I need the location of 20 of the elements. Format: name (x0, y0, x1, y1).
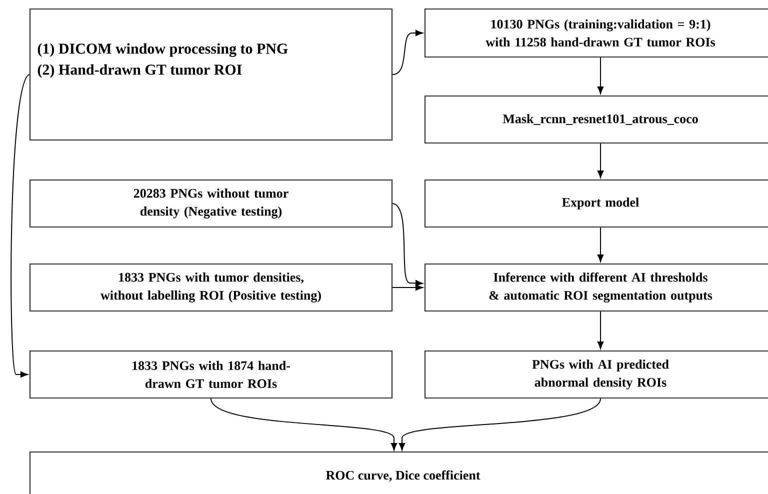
arrow (392, 203, 423, 286)
arrow (597, 227, 604, 262)
process-box: Inference with different AI thresholds & automatic ROI segmentation outputs (424, 263, 768, 312)
arrow (210, 398, 398, 450)
process-box: ROC curve, Dice coefficient (29, 451, 768, 494)
process-box: Export model (424, 179, 768, 228)
arrow (597, 143, 604, 178)
process-box: 10130 PNGs (training:validation = 9:1) with 11258 hand-drawn GT tumor ROIs (424, 8, 768, 58)
process-box: (1) DICOM window processing to PNG (2) Hand-drawn GT tumor ROI (29, 8, 393, 141)
process-box: Mask_rcnn_resnet101_atrous_coco (424, 95, 768, 144)
arrow (10, 74, 30, 378)
arrow (392, 284, 423, 291)
arrow (597, 57, 604, 94)
process-box: 1833 PNGs with 1874 hand-drawn GT tumor ROIs (29, 350, 393, 399)
process-box: 20283 PNGs without tumor density (Negative testing) (29, 179, 393, 228)
arrow (597, 311, 604, 349)
arrow (392, 30, 423, 75)
arrow (398, 398, 601, 450)
process-box: PNGs with AI predicted abnormal density ROIs (424, 350, 768, 399)
process-box: 1833 PNGs with tumor densities, without labelling ROI (Positive testing) (29, 263, 393, 312)
